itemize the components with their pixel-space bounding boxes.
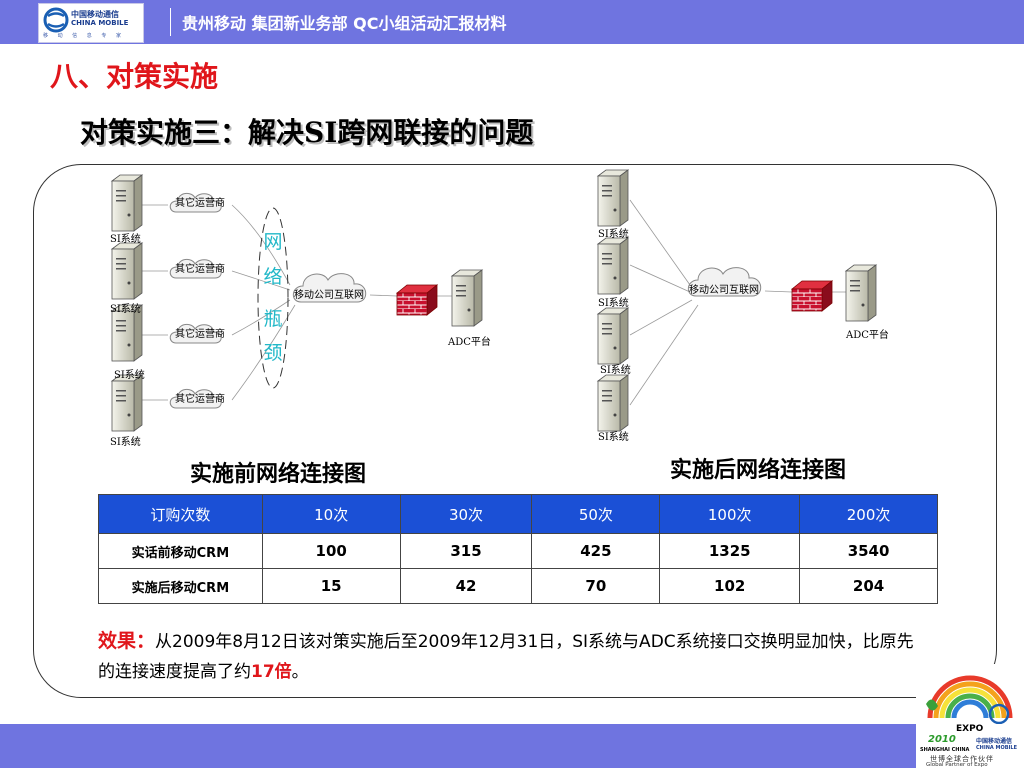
partner-cn: 世博全球合作伙伴 — [930, 755, 994, 763]
operator-label: 其它运营商 — [175, 196, 225, 209]
header-separator — [170, 8, 171, 36]
before-internet-label: 移动公司互联网 — [294, 288, 364, 301]
operator-label: 其它运营商 — [175, 327, 225, 340]
before-connections — [142, 204, 452, 401]
after-si-label: SI系统 — [598, 430, 629, 443]
after-firewall-icon — [791, 280, 833, 312]
partner-en: Global Partner of Expo — [926, 762, 988, 768]
header-title: 贵州移动 集团新业务部 QC小组活动汇报材料 — [182, 14, 507, 33]
table-cell: 425 — [531, 533, 661, 569]
expo-partner-logo: EXPO 2010 SHANGHAI CHINA 中国移动通信 CHINA MO… — [916, 664, 1024, 768]
table-row: 实话前移动CRM 100 315 425 1325 3540 — [98, 533, 938, 569]
before-si-label: SI系统 — [110, 435, 141, 448]
before-adc-label: ADC平台 — [447, 335, 491, 348]
table-header-cell: 100次 — [659, 494, 801, 534]
china-mobile-logo-icon — [43, 7, 69, 33]
expo-rainbow-icon — [926, 675, 1013, 724]
network-diagrams: SI系统 SI系统 SI系统 SI系统 其它运营商 其它运营商 其它运营商 其它… — [110, 169, 889, 448]
expo-city: SHANGHAI CHINA — [920, 747, 970, 753]
bottleneck-ellipse — [257, 207, 289, 389]
after-si-label: SI系统 — [600, 363, 631, 376]
after-diagram-caption: 实施后网络连接图 — [670, 457, 847, 483]
table-cell: 1325 — [659, 533, 801, 569]
effect-paragraph: 效果：从2009年8月12日该对策实施后至2009年12月31日，SI系统与AD… — [98, 626, 928, 687]
bottleneck-char: 络 — [263, 266, 282, 288]
bottleneck-char: 瓶 — [263, 308, 282, 330]
table-cell: 204 — [799, 568, 938, 604]
before-adc-server — [451, 269, 483, 327]
table-cell: 15 — [261, 568, 401, 604]
footer-brand-en: CHINA MOBILE — [976, 745, 1018, 751]
expo-text: EXPO — [956, 724, 984, 734]
row-label: 实话前移动CRM — [98, 533, 263, 569]
table-header-cell: 30次 — [399, 494, 533, 534]
sub-title: 对策实施三：解决SI跨网联接的问题 — [80, 116, 534, 149]
row-label: 实施后移动CRM — [98, 568, 263, 604]
table-row: 实施后移动CRM 15 42 70 102 204 — [98, 568, 938, 604]
after-adc-label: ADC平台 — [845, 328, 889, 341]
before-si-label: SI系统 — [114, 368, 145, 381]
effect-label: 效果： — [98, 630, 156, 652]
content-panel — [33, 164, 997, 698]
table-cell: 70 — [531, 568, 661, 604]
operator-label: 其它运营商 — [175, 392, 225, 405]
crm-comparison-table: 订购次数 10次 30次 50次 100次 200次 实话前移动CRM 100 … — [98, 494, 938, 604]
after-si-label: SI系统 — [598, 227, 629, 240]
logo-name: 中国移动通信 — [71, 10, 119, 19]
table-cell: 100 — [261, 533, 401, 569]
before-si-label: SI系统 — [110, 232, 141, 245]
section-title: 八、对策实施 — [50, 60, 219, 93]
before-si-servers — [111, 174, 143, 432]
bottom-banner — [0, 724, 1024, 768]
after-connections — [629, 199, 846, 406]
after-si-label: SI系统 — [598, 296, 629, 309]
table-header-cell: 10次 — [261, 494, 401, 534]
table-header-cell: 50次 — [531, 494, 661, 534]
table-header-cell: 200次 — [799, 494, 938, 534]
before-operator-clouds — [169, 192, 222, 409]
logo-name-en: CHINA MOBILE — [71, 19, 129, 27]
table-header-row: 订购次数 10次 30次 50次 100次 200次 — [98, 494, 938, 534]
effect-text: 从2009年8月12日该对策实施后至2009年12月31日，SI系统与ADC系统… — [98, 632, 914, 682]
after-internet-label: 移动公司互联网 — [689, 283, 759, 296]
before-diagram-caption: 实施前网络连接图 — [190, 461, 367, 487]
table-cell: 102 — [659, 568, 801, 604]
bottleneck-char: 网 — [263, 231, 282, 253]
table-cell: 42 — [399, 568, 533, 604]
china-mobile-logo: 中国移动通信 CHINA MOBILE 移 动 信 息 专 家 — [38, 3, 144, 43]
effect-highlight: 17倍 — [251, 662, 292, 682]
logo-tagline: 移 动 信 息 专 家 — [43, 33, 125, 39]
before-firewall-icon — [396, 284, 438, 316]
table-cell: 3540 — [799, 533, 938, 569]
table-cell: 315 — [399, 533, 533, 569]
operator-label: 其它运营商 — [175, 262, 225, 275]
after-adc-server — [845, 264, 877, 322]
effect-text-end: 。 — [291, 662, 309, 682]
expo-year: 2010 — [928, 734, 956, 745]
top-banner: 中国移动通信 CHINA MOBILE 移 动 信 息 专 家 贵州移动 集团新… — [0, 0, 1024, 44]
before-si-label: SI系统 — [110, 302, 141, 315]
footer-brand: 中国移动通信 — [976, 738, 1013, 745]
bottleneck-char: 颈 — [263, 342, 282, 364]
table-header-cell: 订购次数 — [98, 494, 263, 534]
